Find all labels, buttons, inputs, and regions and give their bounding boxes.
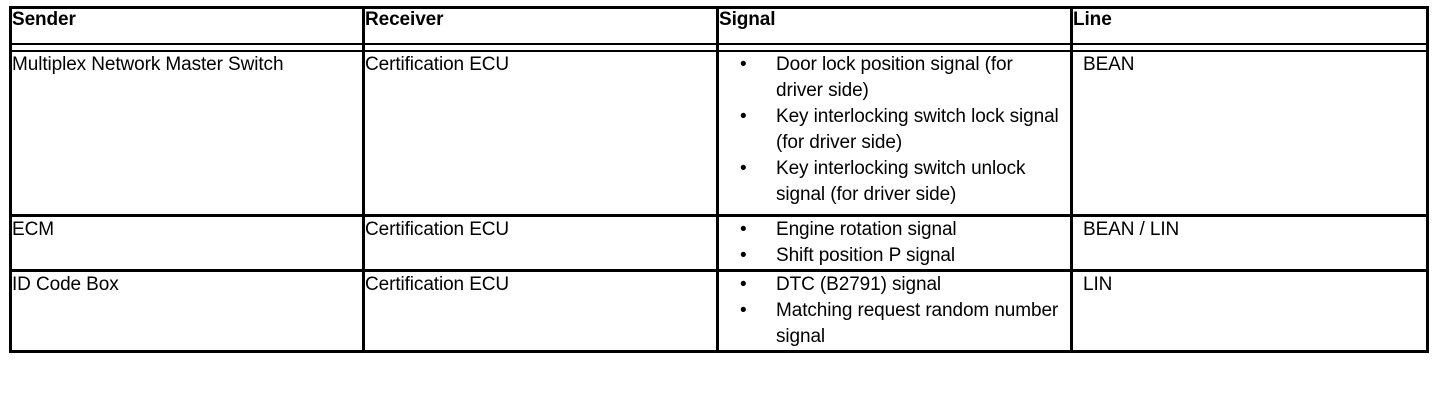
- list-item-label: Engine rotation signal: [776, 219, 957, 240]
- list-item-label: Door lock position signal (for driver si…: [776, 54, 1013, 101]
- table-body: Multiplex Network Master Switch Certific…: [9, 51, 1429, 353]
- list-item: • Door lock position signal (for driver …: [719, 52, 1064, 104]
- cell-sender: Multiplex Network Master Switch: [9, 51, 365, 217]
- header-rule-cell-3: [716, 44, 1073, 52]
- list-item-label: DTC (B2791) signal: [776, 274, 942, 295]
- list-item: • DTC (B2791) signal: [719, 272, 1064, 298]
- cell-signal: • Door lock position signal (for driver …: [716, 51, 1073, 217]
- header-rule-cell-1: [9, 44, 365, 52]
- bullet-icon: •: [740, 274, 747, 295]
- cell-signal: • Engine rotation signal • Shift positio…: [716, 215, 1073, 272]
- column-header-signal: Signal: [716, 6, 1073, 45]
- cell-line: BEAN / LIN: [1070, 215, 1429, 272]
- bullet-icon: •: [740, 219, 747, 240]
- table-row: ID Code Box Certification ECU • DTC (B27…: [9, 270, 1429, 353]
- list-item: • Matching request random number signal: [719, 298, 1064, 350]
- bullet-icon: •: [740, 300, 747, 321]
- list-item-label: Shift position P signal: [776, 245, 956, 266]
- column-header-receiver: Receiver: [362, 6, 719, 45]
- column-header-sender: Sender: [9, 6, 365, 45]
- cell-receiver: Certification ECU: [362, 270, 719, 353]
- table-row: Multiplex Network Master Switch Certific…: [9, 51, 1429, 217]
- list-item: • Shift position P signal: [719, 243, 1064, 269]
- list-item-label: Matching request random number signal: [776, 300, 1059, 347]
- signal-list: • Door lock position signal (for driver …: [719, 52, 1064, 208]
- header-rule-cell-4: [1070, 44, 1429, 52]
- bullet-icon: •: [740, 106, 747, 127]
- list-item: • Key interlocking switch lock signal (f…: [719, 104, 1064, 156]
- list-item: • Key interlocking switch unlock signal …: [719, 156, 1064, 208]
- signal-list: • DTC (B2791) signal • Matching request …: [719, 272, 1064, 350]
- list-item-label: Key interlocking switch unlock signal (f…: [776, 158, 1026, 205]
- cell-line: LIN: [1070, 270, 1429, 353]
- signal-list: • Engine rotation signal • Shift positio…: [719, 217, 1064, 269]
- cell-sender: ID Code Box: [9, 270, 365, 353]
- table-header-row: Sender Receiver Signal Line: [9, 6, 1429, 45]
- cell-sender: ECM: [9, 215, 365, 272]
- cell-receiver: Certification ECU: [362, 51, 719, 217]
- column-header-line: Line: [1070, 6, 1429, 45]
- table-row: ECM Certification ECU • Engine rotation …: [9, 215, 1429, 272]
- signal-communication-table: Sender Receiver Signal Line Multiplex Ne…: [9, 6, 1429, 353]
- header-double-rule: [9, 44, 1429, 52]
- cell-signal: • DTC (B2791) signal • Matching request …: [716, 270, 1073, 353]
- list-item-label: Key interlocking switch lock signal (for…: [776, 106, 1059, 153]
- header-rule-cell-2: [362, 44, 719, 52]
- table-header: Sender Receiver Signal Line: [9, 6, 1429, 52]
- cell-line: BEAN: [1070, 51, 1429, 217]
- cell-receiver: Certification ECU: [362, 215, 719, 272]
- bullet-icon: •: [740, 245, 747, 266]
- list-item: • Engine rotation signal: [719, 217, 1064, 243]
- bullet-icon: •: [740, 158, 747, 179]
- bullet-icon: •: [740, 54, 747, 75]
